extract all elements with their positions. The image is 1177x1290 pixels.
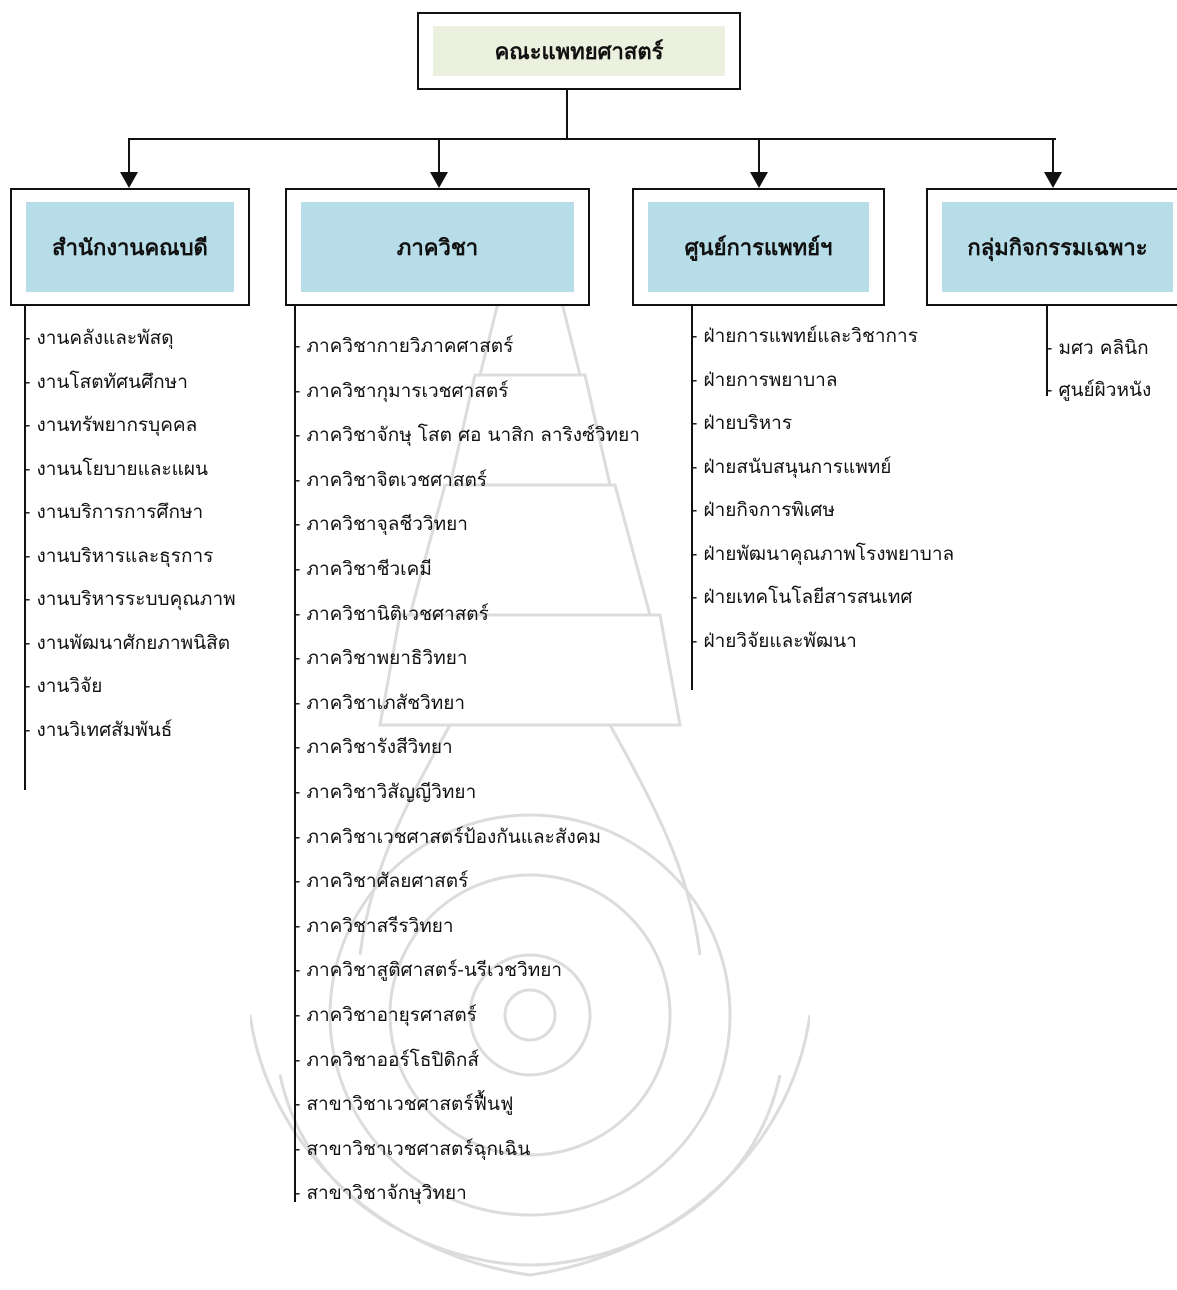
list-item: - สาขาวิชาเวชศาสตร์ฟื้นฟู bbox=[294, 1093, 514, 1115]
root-box: คณะแพทยศาสตร์ bbox=[417, 12, 741, 90]
group-box-special-activities: กลุ่มกิจกรรมเฉพาะ bbox=[926, 188, 1177, 306]
list-item: - งานบริการการศึกษา bbox=[24, 501, 204, 523]
arrow-down-icon bbox=[1044, 172, 1062, 188]
group-1-list-line bbox=[24, 306, 26, 790]
group-box-medical-center: ศูนย์การแพทย์ฯ bbox=[632, 188, 885, 306]
root-bus bbox=[128, 138, 1056, 140]
root-label: คณะแพทยศาสตร์ bbox=[433, 26, 725, 76]
list-item: - งานบริหารและธุรการ bbox=[24, 545, 214, 567]
list-item: - ภาควิชาวิสัญญีวิทยา bbox=[294, 781, 477, 803]
list-item: - ภาควิชากายวิภาคศาสตร์ bbox=[294, 335, 514, 357]
list-item: - ฝ่ายบริหาร bbox=[691, 412, 793, 434]
list-item: - ภาควิชาจักษุ โสต ศอ นาสิก ลาริงซ์วิทยา bbox=[294, 424, 640, 446]
list-item: - ภาควิชาเวชศาสตร์ป้องกันและสังคม bbox=[294, 826, 601, 848]
list-item: - ภาควิชาศัลยศาสตร์ bbox=[294, 870, 469, 892]
list-item: - ภาควิชากุมารเวชศาสตร์ bbox=[294, 380, 509, 402]
group-4-list-line bbox=[1046, 306, 1048, 396]
university-seal-watermark bbox=[250, 255, 810, 1277]
list-item: - สาขาวิชาจักษุวิทยา bbox=[294, 1182, 467, 1204]
list-item: - ฝ่ายพัฒนาคุณภาพโรงพยาบาล bbox=[691, 543, 955, 565]
arrow-down-icon bbox=[430, 172, 448, 188]
list-item: - งานบริหารระบบคุณภาพ bbox=[24, 588, 236, 610]
list-item: - ภาควิชารังสีวิทยา bbox=[294, 736, 453, 758]
list-item: - ภาควิชาสรีรวิทยา bbox=[294, 915, 454, 937]
group-3-list-line bbox=[691, 306, 693, 690]
list-item: - งานทรัพยากรบุคคล bbox=[24, 414, 198, 436]
group-box-office: สำนักงานคณบดี bbox=[10, 188, 250, 306]
list-item: - งานนโยบายและแผน bbox=[24, 458, 209, 480]
root-stem bbox=[566, 90, 568, 140]
list-item: - งานวิจัย bbox=[24, 675, 103, 697]
list-item: - ภาควิชาออร์โธปิดิกส์ bbox=[294, 1049, 479, 1071]
list-item: - ฝ่ายวิจัยและพัฒนา bbox=[691, 630, 857, 652]
list-item: - ภาควิชาจิตเวชศาสตร์ bbox=[294, 469, 487, 491]
list-item: - งานคลังและพัสดุ bbox=[24, 327, 174, 349]
branch-line-2 bbox=[438, 138, 440, 172]
branch-line-3 bbox=[758, 138, 760, 172]
list-item: - มศว คลินิก bbox=[1046, 337, 1149, 359]
list-item: - ภาควิชาพยาธิวิทยา bbox=[294, 647, 468, 669]
branch-line-4 bbox=[1052, 138, 1054, 172]
list-item: - ภาควิชาจุลชีววิทยา bbox=[294, 513, 468, 535]
group-label: ศูนย์การแพทย์ฯ bbox=[648, 202, 869, 292]
list-item: - ฝ่ายเทคโนโลยีสารสนเทศ bbox=[691, 586, 913, 608]
list-item: - ภาควิชาสูติศาสตร์-นรีเวชวิทยา bbox=[294, 959, 563, 981]
list-item: - สาขาวิชาเวชศาสตร์ฉุกเฉิน bbox=[294, 1138, 531, 1160]
group-label: สำนักงานคณบดี bbox=[26, 202, 234, 292]
arrow-down-icon bbox=[750, 172, 768, 188]
list-item: - ภาควิชาเภสัชวิทยา bbox=[294, 692, 466, 714]
list-item: - งานโสตทัศนศึกษา bbox=[24, 371, 188, 393]
branch-line-1 bbox=[128, 138, 130, 172]
list-item: - ภาควิชาอายุรศาสตร์ bbox=[294, 1004, 477, 1026]
list-item: - ภาควิชานิติเวชศาสตร์ bbox=[294, 603, 489, 625]
list-item: - ภาควิชาชีวเคมี bbox=[294, 558, 432, 580]
arrow-down-icon bbox=[120, 172, 138, 188]
list-item: - ศูนย์ผิวหนัง bbox=[1046, 379, 1152, 401]
group-label: ภาควิชา bbox=[301, 202, 574, 292]
list-item: - ฝ่ายกิจการพิเศษ bbox=[691, 499, 836, 521]
list-item: - งานวิเทศสัมพันธ์ bbox=[24, 719, 173, 741]
group-2-list-line bbox=[294, 306, 296, 1202]
list-item: - ฝ่ายการแพทย์และวิชาการ bbox=[691, 325, 918, 347]
group-box-departments: ภาควิชา bbox=[285, 188, 590, 306]
list-item: - งานพัฒนาศักยภาพนิสิต bbox=[24, 632, 231, 654]
list-item: - ฝ่ายสนับสนุนการแพทย์ bbox=[691, 456, 892, 478]
list-item: - ฝ่ายการพยาบาล bbox=[691, 369, 838, 391]
group-label: กลุ่มกิจกรรมเฉพาะ bbox=[942, 202, 1173, 292]
